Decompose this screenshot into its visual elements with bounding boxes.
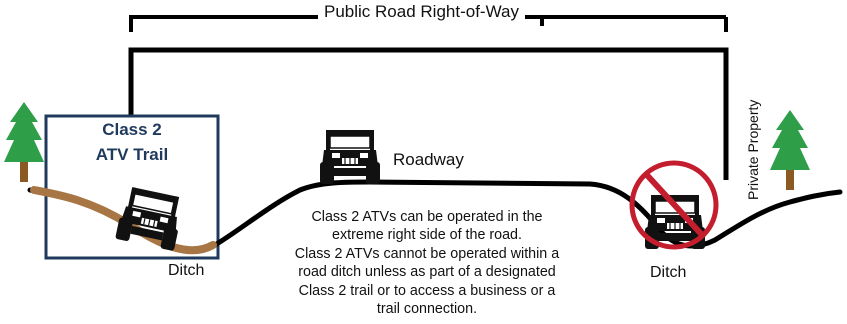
roadway-label: Roadway [393, 150, 464, 169]
note-line: trail connection. [376, 301, 478, 318]
prohibition-icon [629, 160, 719, 250]
right-of-way-title: Public Road Right-of-Way [318, 2, 525, 22]
tree-icon-left [4, 102, 44, 182]
atv-trail-box [44, 114, 220, 260]
note-line: extreme right side of the road. [332, 227, 522, 244]
ditch-left-label: Ditch [168, 262, 205, 279]
regulation-note: Class 2 ATVs can be operated in the extr… [292, 208, 562, 318]
note-line: Class 2 ATVs can be operated in the [311, 209, 543, 225]
atv-icon-roadway [319, 129, 381, 185]
right-of-way-bracket [128, 47, 729, 180]
ditch-right-label: Ditch [650, 264, 687, 281]
note-line: road ditch unless as part of a designate… [298, 264, 556, 281]
trail-label-line2: ATV Trail [95, 145, 169, 164]
note-line: Class 2 trail or to access a business or… [298, 282, 556, 299]
note-line: Class 2 ATVs cannot be operated within a [294, 245, 560, 262]
trail-label-line1: Class 2 [102, 120, 162, 139]
tree-icon-right [770, 110, 810, 190]
private-property-label: Private Property [745, 99, 761, 200]
